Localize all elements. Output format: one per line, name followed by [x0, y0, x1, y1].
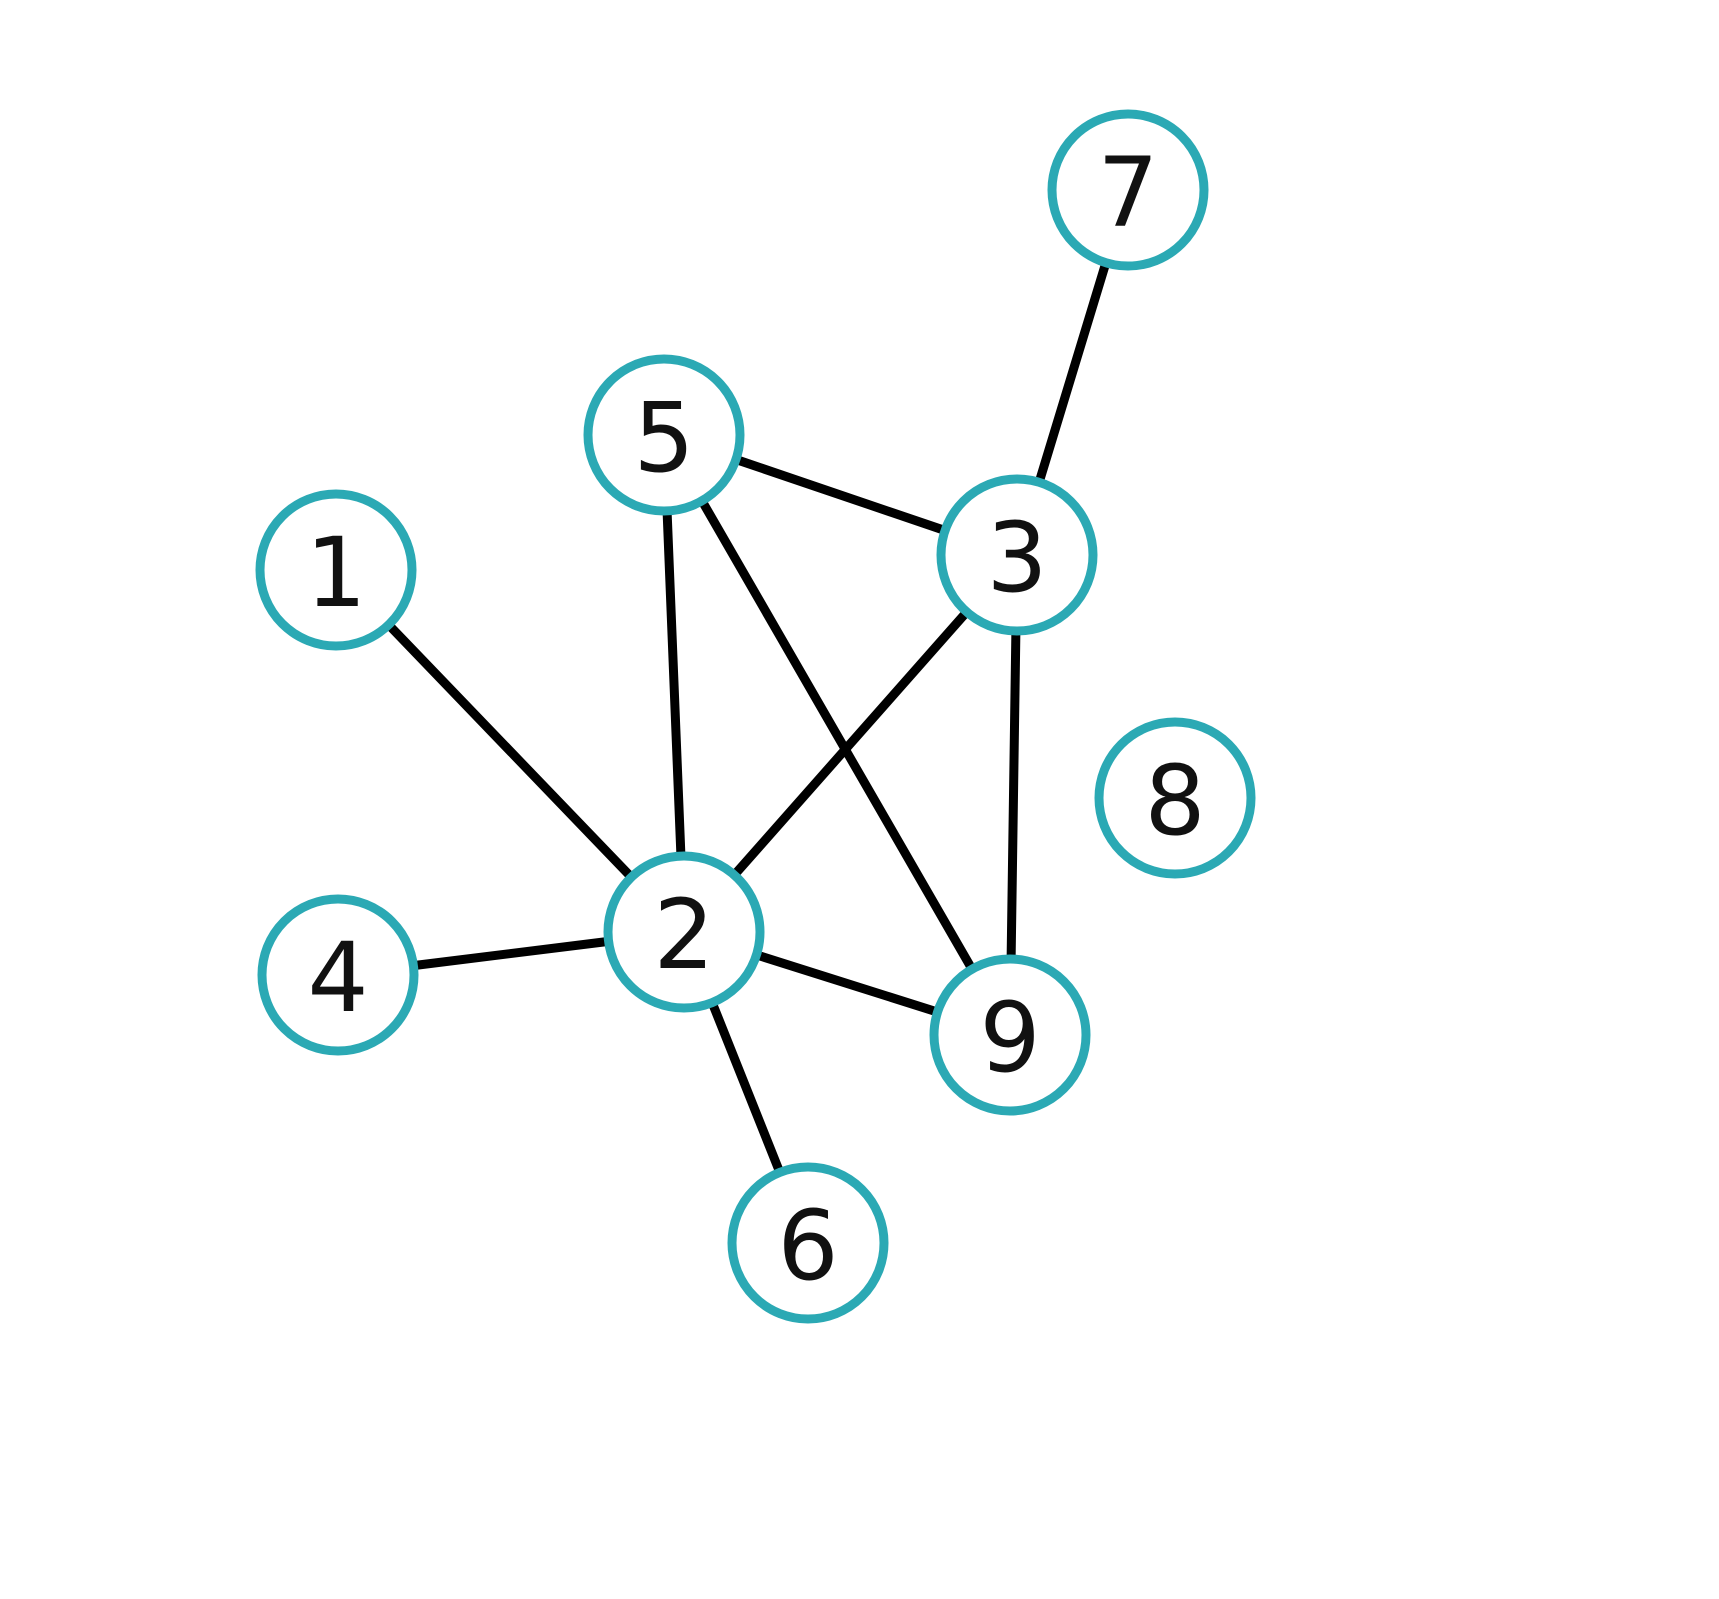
graph-node-label-1: 1 [305, 517, 366, 629]
graph-node-label-6: 6 [777, 1190, 838, 1302]
graph-node-1[interactable]: 1 [255, 489, 417, 651]
graph-edge-3-2 [728, 605, 973, 882]
graph-node-6[interactable]: 6 [727, 1162, 889, 1324]
graph-edge-2-6 [706, 996, 786, 1179]
graph-edge-5-3 [729, 454, 952, 536]
graph-node-7[interactable]: 7 [1047, 109, 1209, 271]
graph-node-2[interactable]: 2 [603, 851, 765, 1013]
graph-node-label-5: 5 [633, 382, 694, 494]
graph-node-label-7: 7 [1097, 137, 1158, 249]
graph-node-circle-3[interactable] [936, 474, 1098, 636]
edges-layer [382, 256, 1111, 1179]
graph-edge-1-2 [382, 618, 638, 884]
graph-node-label-9: 9 [979, 982, 1040, 1094]
graph-node-3[interactable]: 3 [936, 474, 1098, 636]
graph-node-8[interactable]: 8 [1094, 717, 1256, 879]
graph-node-5[interactable]: 5 [583, 354, 745, 516]
graph-node-label-4: 4 [307, 922, 368, 1034]
graph-edge-7-3 [1034, 256, 1111, 489]
nodes-layer: 1 2 3 4 5 6 7 8 9 [255, 109, 1256, 1324]
graph-node-label-3: 3 [986, 502, 1047, 614]
graph-node-9[interactable]: 9 [929, 954, 1091, 1116]
graph-node-label-8: 8 [1144, 745, 1205, 857]
graph-edge-2-9 [750, 949, 944, 1018]
graph-edge-4-2 [406, 936, 616, 971]
graph-edge-5-9 [696, 494, 978, 976]
graph-node-circle-2[interactable] [603, 851, 765, 1013]
graph-node-circle-6[interactable] [727, 1162, 889, 1324]
graph-node-circle-1[interactable] [255, 489, 417, 651]
graph-node-circle-9[interactable] [929, 954, 1091, 1116]
graph-node-circle-5[interactable] [583, 354, 745, 516]
graph-node-circle-7[interactable] [1047, 109, 1209, 271]
graph-node-4[interactable]: 4 [257, 894, 419, 1056]
graph-node-circle-8[interactable] [1094, 717, 1256, 879]
graph-edge-3-9 [1006, 624, 1021, 966]
graph-edge-5-2 [662, 504, 686, 863]
graph-node-circle-4[interactable] [257, 894, 419, 1056]
graph-node-label-2: 2 [653, 879, 714, 991]
